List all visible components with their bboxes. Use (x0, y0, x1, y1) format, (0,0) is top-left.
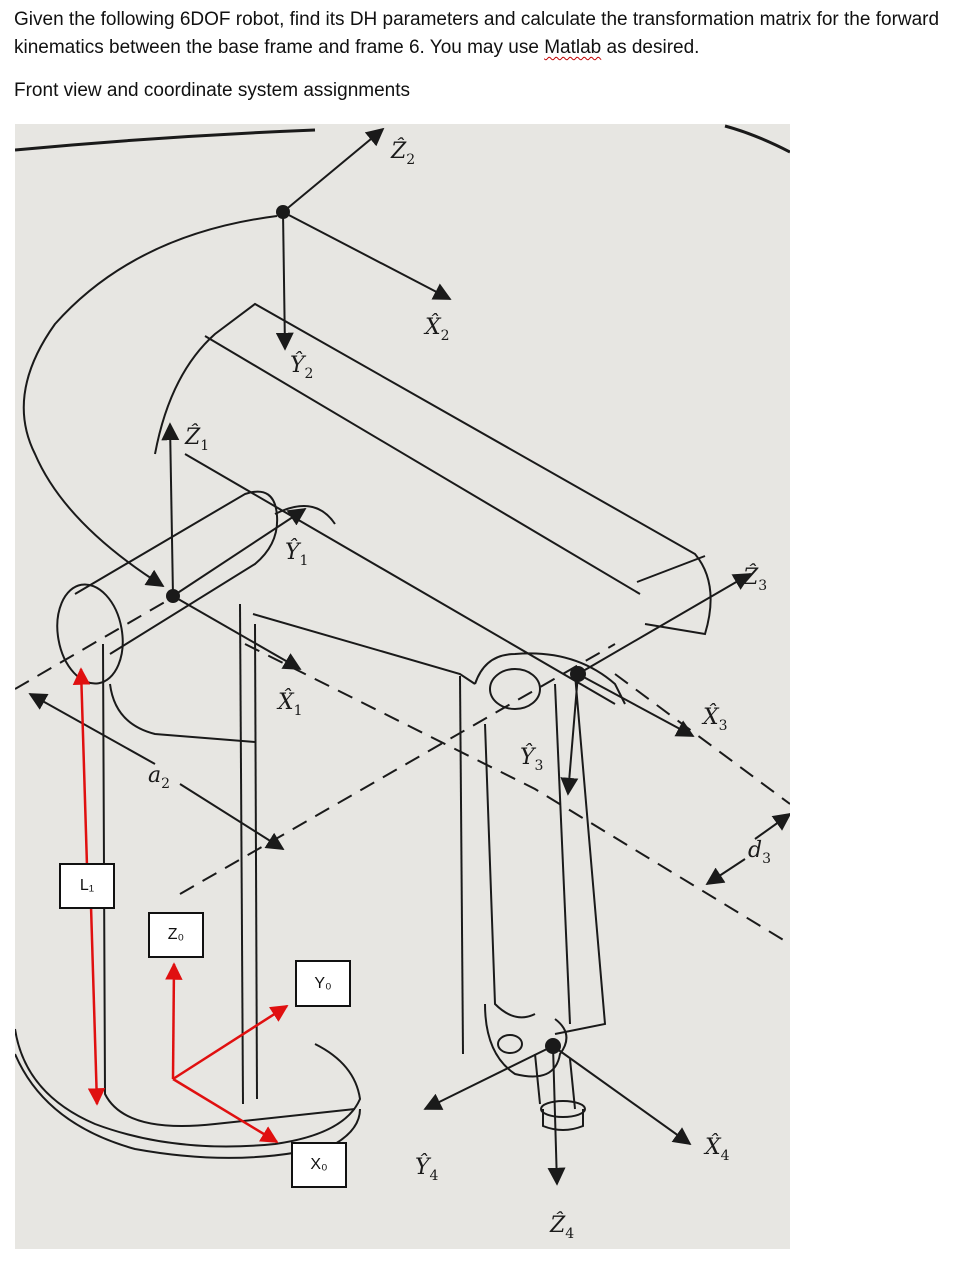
label-y3: Ŷ3 (520, 743, 543, 774)
question-part1: Given the following 6DOF robot, find its… (14, 9, 940, 58)
axis-labels: Ẑ2 X̂2 Ŷ2 Ẑ1 Ŷ1 X̂1 Ẑ3 X̂3 Ŷ3 a2 d3 Ŷ4 X… (148, 137, 771, 1242)
label-x2: X̂2 (423, 314, 450, 344)
label-d3: d3 (748, 838, 771, 867)
coordinate-arrows (28, 127, 790, 1186)
dashed-axes (15, 598, 790, 945)
label-a2: a2 (148, 763, 170, 792)
label-z1: Ẑ1 (184, 423, 209, 454)
label-x3: X̂3 (701, 704, 728, 734)
label-z2: Ẑ2 (390, 137, 415, 168)
question-text: Given the following 6DOF robot, find its… (14, 6, 949, 62)
robot-structure (15, 124, 790, 1159)
label-y2: Ŷ2 (290, 351, 313, 382)
l1-label-box: L₁ (59, 863, 115, 909)
robot-figure: Ẑ2 X̂2 Ŷ2 Ẑ1 Ŷ1 X̂1 Ẑ3 X̂3 Ŷ3 a2 d3 Ŷ4 X… (15, 124, 790, 1249)
joint-dots (166, 205, 586, 1054)
question-part2: as desired. (601, 37, 700, 58)
red-annotations (72, 667, 289, 1144)
x0-label-box: X₀ (291, 1142, 347, 1188)
z0-label-box: Z₀ (148, 912, 204, 958)
label-z4: Ẑ4 (549, 1211, 574, 1242)
label-z3: Ẑ3 (742, 563, 767, 594)
robot-drawing: Ẑ2 X̂2 Ŷ2 Ẑ1 Ŷ1 X̂1 Ẑ3 X̂3 Ŷ3 a2 d3 Ŷ4 X… (15, 124, 790, 1242)
label-x4: X̂4 (703, 1134, 730, 1164)
figure-caption: Front view and coordinate system assignm… (14, 80, 411, 101)
label-x1: X̂1 (276, 689, 303, 719)
y0-label-box: Y₀ (295, 960, 351, 1007)
label-y1: Ŷ1 (285, 538, 308, 569)
question-matlab-word: Matlab (544, 37, 602, 58)
label-y4: Ŷ4 (415, 1153, 439, 1184)
